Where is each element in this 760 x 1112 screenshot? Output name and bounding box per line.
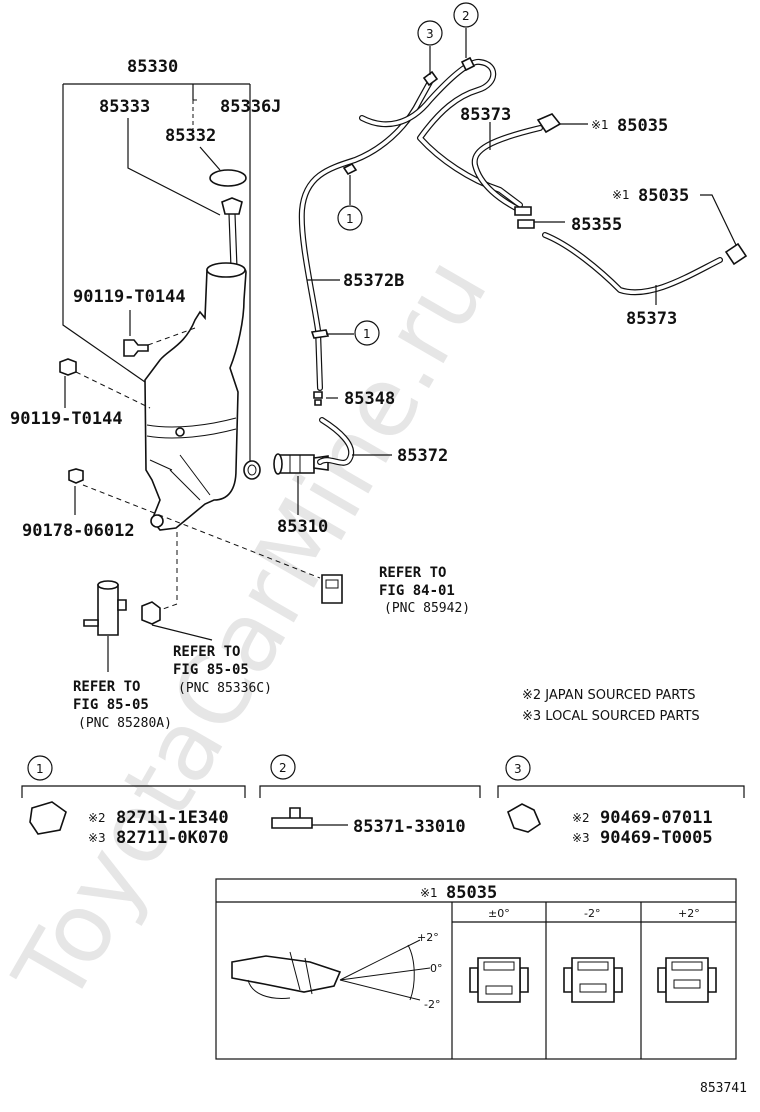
table-col-0: ±0° xyxy=(488,907,510,920)
nozzle-angle-table: ※1 85035 ±0° -2° +2° +2° 0° -2° xyxy=(215,878,737,1060)
detail2-part: 85371-33010 xyxy=(353,817,466,837)
pump-85280A xyxy=(83,580,127,636)
label-85330: 85330 xyxy=(127,57,178,77)
angle-label-mid: 0° xyxy=(430,962,443,975)
level-gauge xyxy=(221,197,243,215)
detail3-part-b: 90469-T0005 xyxy=(600,828,713,848)
detail-callout-2: 2 xyxy=(279,761,287,775)
table-col-plus2: +2° xyxy=(678,907,700,920)
angle-label-down: -2° xyxy=(424,998,440,1011)
refer-85336C-line3: (PNC 85336C) xyxy=(178,681,272,696)
mark-1-right: ※1 xyxy=(612,188,630,202)
diagram-id: 853741 xyxy=(700,1081,747,1096)
tank-cap xyxy=(209,169,247,187)
label-85310: 85310 xyxy=(277,517,328,537)
label-85372B: 85372B xyxy=(343,271,404,291)
nut xyxy=(68,468,84,484)
nozzle-view-minus2 xyxy=(563,957,623,1003)
clamp-marker-upper xyxy=(342,162,358,176)
joint-85348 xyxy=(313,391,323,406)
label-85373-top: 85373 xyxy=(460,105,511,125)
clip-90469-icon xyxy=(507,803,541,833)
table-title: 85035 xyxy=(446,883,497,903)
label-85332: 85332 xyxy=(165,126,216,146)
label-85336J: 85336J xyxy=(220,97,281,117)
connector-84-01 xyxy=(321,574,343,604)
label-85348: 85348 xyxy=(344,389,395,409)
label-85355: 85355 xyxy=(571,215,622,235)
label-85373-bottom: 85373 xyxy=(626,309,677,329)
clamp-icon xyxy=(29,801,67,835)
refer-85280A-line3: (PNC 85280A) xyxy=(78,716,172,731)
callout-3-top: 3 xyxy=(426,27,434,41)
clamp-marker-lower xyxy=(310,329,330,339)
detail1-mark2: ※2 xyxy=(88,811,106,825)
grommet xyxy=(243,460,261,480)
refer-84-01-line3: (PNC 85942) xyxy=(384,601,470,616)
grommet-85336C xyxy=(141,601,161,625)
callout-2-top: 2 xyxy=(462,9,470,23)
note-local-sourced: ※3 LOCAL SOURCED PARTS xyxy=(522,709,700,724)
nozzle-side-view xyxy=(231,955,342,993)
refer-85280A-line2: FIG 85-05 xyxy=(73,697,149,713)
detail3-mark3: ※3 xyxy=(572,831,590,845)
hose-85373-right xyxy=(542,232,723,296)
check-valve xyxy=(514,206,535,229)
detail-callout-1: 1 xyxy=(36,762,44,776)
refer-84-01-line2: FIG 84-01 xyxy=(379,583,455,599)
nozzle-right xyxy=(724,242,748,266)
detail-row: 1 ※2 82711-1E340 ※3 82711-0K070 2 85371-… xyxy=(21,754,745,848)
detail3-part-a: 90469-07011 xyxy=(600,808,713,828)
label-85035-top: 85035 xyxy=(617,116,668,136)
detail-callout-3: 3 xyxy=(514,762,522,776)
watermark: ToyotaCarMine.ru xyxy=(0,239,509,1022)
table-mark-1: ※1 xyxy=(420,886,438,900)
nozzle-view-0 xyxy=(469,957,529,1003)
callout-1-upper: 1 xyxy=(346,212,354,226)
refer-85336C-line2: FIG 85-05 xyxy=(173,662,249,678)
refer-85336C-line1: REFER TO xyxy=(173,644,240,660)
label-90178: 90178-06012 xyxy=(22,521,135,541)
washer-tank xyxy=(144,262,247,531)
clip-3-marker xyxy=(422,70,439,87)
hose-upper-loop xyxy=(359,58,523,208)
note-japan-sourced: ※2 JAPAN SOURCED PARTS xyxy=(522,688,696,703)
mark-1-top: ※1 xyxy=(591,118,609,132)
label-85333: 85333 xyxy=(99,97,150,117)
bolt-upper xyxy=(123,339,149,357)
label-90119-bottom: 90119-T0144 xyxy=(10,409,123,429)
bolt-left xyxy=(59,358,77,376)
refer-85280A-line1: REFER TO xyxy=(73,679,140,695)
detail1-part-b: 82711-0K070 xyxy=(116,828,229,848)
detail1-mark3: ※3 xyxy=(88,831,106,845)
refer-84-01-line1: REFER TO xyxy=(379,565,446,581)
detail1-part-a: 82711-1E340 xyxy=(116,808,229,828)
nozzle-view-plus2 xyxy=(657,957,717,1003)
table-col-minus2: -2° xyxy=(584,907,600,920)
label-85372: 85372 xyxy=(397,446,448,466)
label-90119-top: 90119-T0144 xyxy=(73,287,186,307)
callout-1-lower: 1 xyxy=(363,327,371,341)
detail3-mark2: ※2 xyxy=(572,811,590,825)
label-85035-right: 85035 xyxy=(638,186,689,206)
angle-label-up: +2° xyxy=(417,931,439,944)
clip-85371-icon xyxy=(271,807,313,829)
clip-2-marker xyxy=(460,56,476,72)
